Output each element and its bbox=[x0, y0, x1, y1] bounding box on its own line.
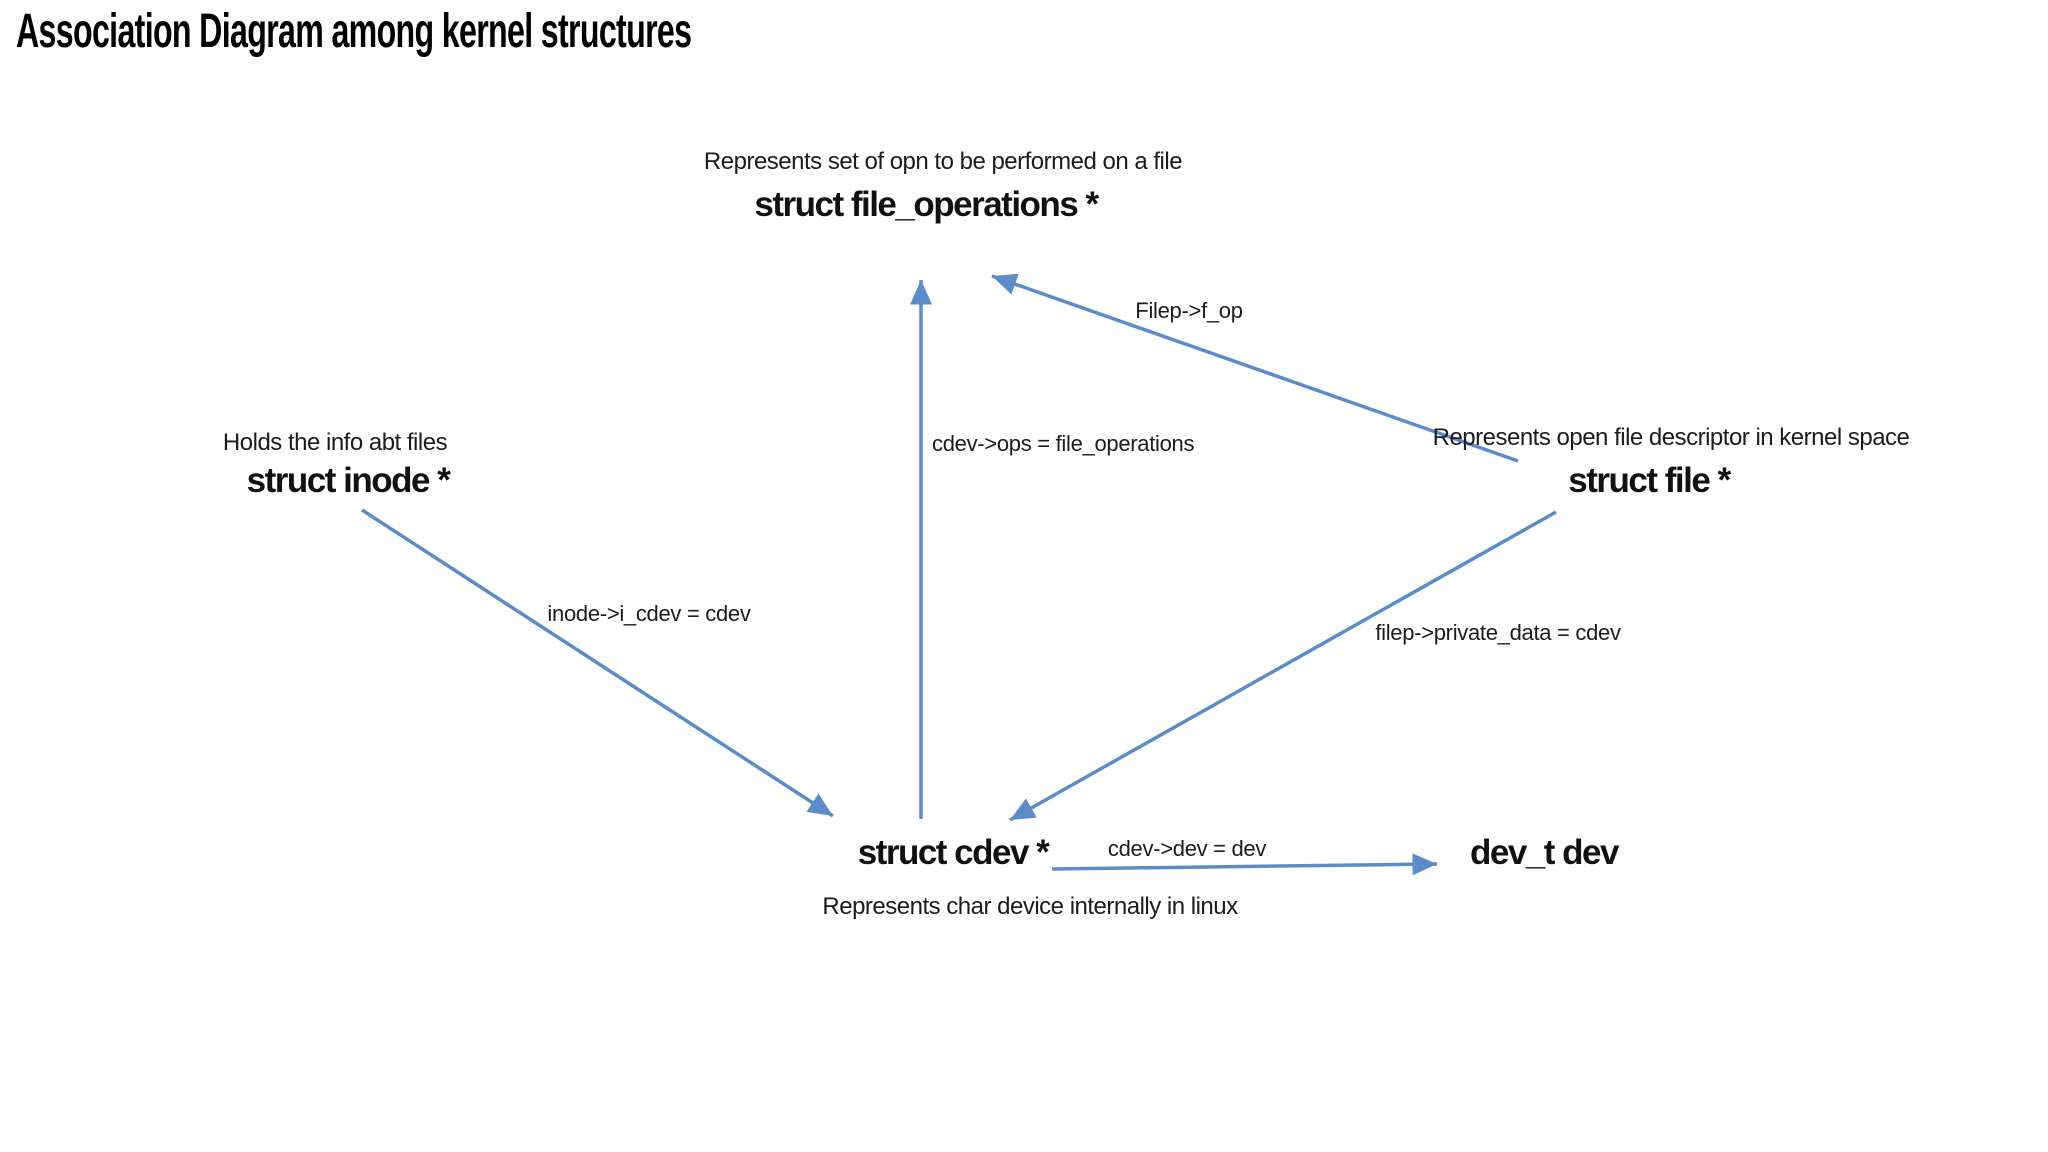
edge-label-inode-i-cdev: inode->i_cdev = cdev bbox=[547, 601, 751, 626]
arrow-file-to-cdev bbox=[1009, 510, 1557, 822]
arrow-cdev-to-dev bbox=[1051, 853, 1438, 876]
node-file-operations-description: Represents set of opn to be performed on… bbox=[703, 148, 1183, 175]
node-dev-name: dev_t dev bbox=[1470, 833, 1619, 872]
node-cdev-name: struct cdev * bbox=[857, 833, 1050, 872]
page-title-text: Association Diagram among kernel structu… bbox=[16, 5, 692, 58]
page-title: Association Diagram among kernel structu… bbox=[16, 4, 1024, 59]
node-file-name: struct file * bbox=[1568, 461, 1731, 500]
node-file-description: Represents open file descriptor in kerne… bbox=[1432, 424, 1910, 451]
edge-label-filep-f-op: Filep->f_op bbox=[1135, 298, 1243, 323]
arrow-inode-to-cdev bbox=[361, 508, 834, 818]
edge-label-cdev-ops: cdev->ops = file_operations bbox=[932, 431, 1195, 456]
edge-label-cdev-dev: cdev->dev = dev bbox=[1107, 836, 1267, 861]
node-inode-description: Holds the info abt files bbox=[222, 429, 448, 456]
node-inode-name: struct inode * bbox=[246, 461, 451, 500]
node-file-operations-name: struct file_operations * bbox=[754, 185, 1099, 224]
node-cdev-description: Represents char device internally in lin… bbox=[822, 893, 1238, 920]
arrow-file-to-file-operations bbox=[991, 273, 1519, 463]
edge-label-filep-private-data: filep->private_data = cdev bbox=[1375, 620, 1621, 645]
